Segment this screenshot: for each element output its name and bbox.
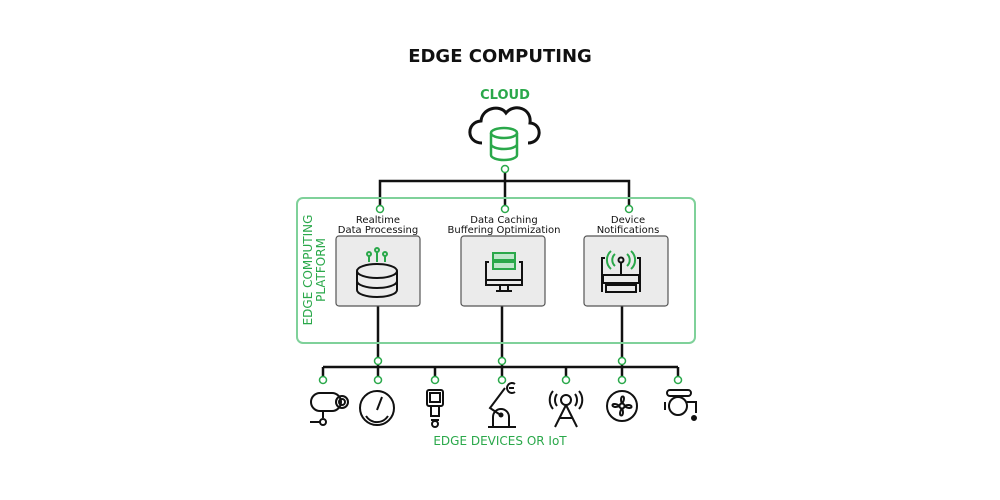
- pump-icon: [664, 389, 697, 421]
- database-processing-icon: [356, 247, 398, 298]
- service-box-notifications: [583, 235, 669, 307]
- connection-dots: [318, 164, 683, 385]
- antenna-tower-icon: [548, 390, 584, 428]
- monitor-server-icon: [485, 252, 523, 292]
- service-box-realtime: [335, 235, 421, 307]
- service-label-2-line1: Data Caching: [470, 215, 537, 226]
- platform-label-line2: PLATFORM: [314, 238, 328, 302]
- service-label-3-line2: Notifications: [597, 225, 660, 236]
- connector-lines: [321, 172, 680, 377]
- cloud-label: CLOUD: [480, 88, 530, 103]
- service-label-1-line2: Data Processing: [338, 225, 418, 236]
- robotic-arm-icon: [488, 382, 516, 428]
- gauge-icon: [359, 390, 395, 426]
- service-box-caching: [460, 235, 546, 307]
- devices-label: EDGE DEVICES OR IoT: [433, 434, 567, 448]
- service-label-3-line1: Device: [611, 215, 645, 226]
- camera-icon: [310, 392, 349, 426]
- sensor-icon: [426, 389, 444, 428]
- router-signal-icon: [601, 250, 641, 293]
- fan-icon: [606, 390, 638, 422]
- platform-label-line1: EDGE COMPUTING: [301, 215, 315, 326]
- service-label-2-line2: Buffering Optimization: [448, 225, 561, 236]
- edge-platform-box: [296, 197, 696, 344]
- cloud-database-icon: [468, 106, 541, 162]
- diagram-title: EDGE COMPUTING: [408, 46, 592, 67]
- service-label-1-line1: Realtime: [356, 215, 400, 226]
